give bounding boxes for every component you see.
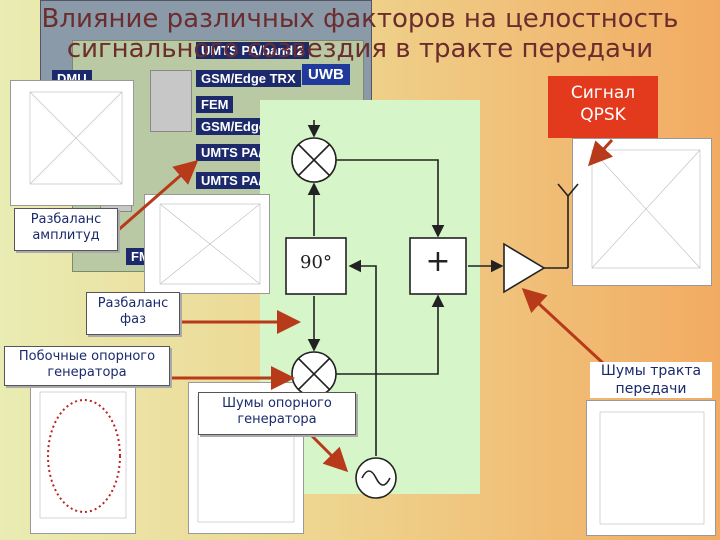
arrow-tx-noise	[521, 287, 606, 366]
lo-spurs-callout: Побочные опорного генератора	[4, 346, 170, 386]
phase-imbalance-callout: Разбаланс фаз	[86, 292, 180, 335]
uwb-label: UWB	[302, 64, 350, 85]
arrow-amp	[115, 160, 199, 234]
pcb-chip	[150, 70, 192, 132]
lo-spur-ring	[47, 399, 121, 513]
title-line-1: Влияние различных факторов на целостност…	[41, 4, 679, 34]
phase-label: 90°	[300, 252, 332, 273]
lo-noise-line2: генератора	[237, 412, 317, 427]
adder-label: +	[425, 244, 451, 279]
lo-noise-line1: Шумы опорного	[222, 396, 332, 411]
amp-imbalance-callout: Разбаланс амплитуд	[14, 208, 118, 251]
title-line-2: сигнального созвездия в тракте передачи	[66, 34, 654, 64]
phase-line1: Разбаланс	[97, 296, 169, 311]
qpsk-line1: Сигнал	[570, 83, 636, 103]
page-title: Влияние различных факторов на целостност…	[0, 4, 720, 64]
pcb-label: UMTS PA/band 2	[196, 42, 310, 59]
qpsk-line2: QPSK	[580, 105, 626, 125]
spurs-line1: Побочные опорного	[18, 349, 156, 364]
adder	[409, 237, 467, 295]
sine-icon	[361, 470, 391, 486]
pcb-label: FEM	[196, 96, 234, 113]
pcb-label: GSM/Edge TRX	[196, 70, 301, 87]
phase-shifter	[285, 237, 347, 295]
phase-line2: фаз	[120, 312, 146, 327]
spurs-line2: генератора	[47, 365, 127, 380]
arrow-qpsk	[587, 138, 614, 167]
tx-noise-callout: Шумы тракта передачи	[590, 362, 712, 398]
plot-phase	[144, 194, 270, 294]
amp-line2: амплитуд	[32, 228, 100, 243]
arrow-lo-noise	[306, 430, 349, 473]
amplifier-icon	[503, 242, 546, 294]
tx-noise-line2: передачи	[615, 381, 687, 397]
qpsk-callout: Сигнал QPSK	[548, 76, 658, 138]
plot-tx-noise	[586, 400, 716, 536]
lo-noise-callout: Шумы опорного генератора	[198, 392, 356, 435]
amp-line1: Разбаланс	[30, 212, 102, 227]
tx-noise-line1: Шумы тракта	[600, 363, 702, 379]
